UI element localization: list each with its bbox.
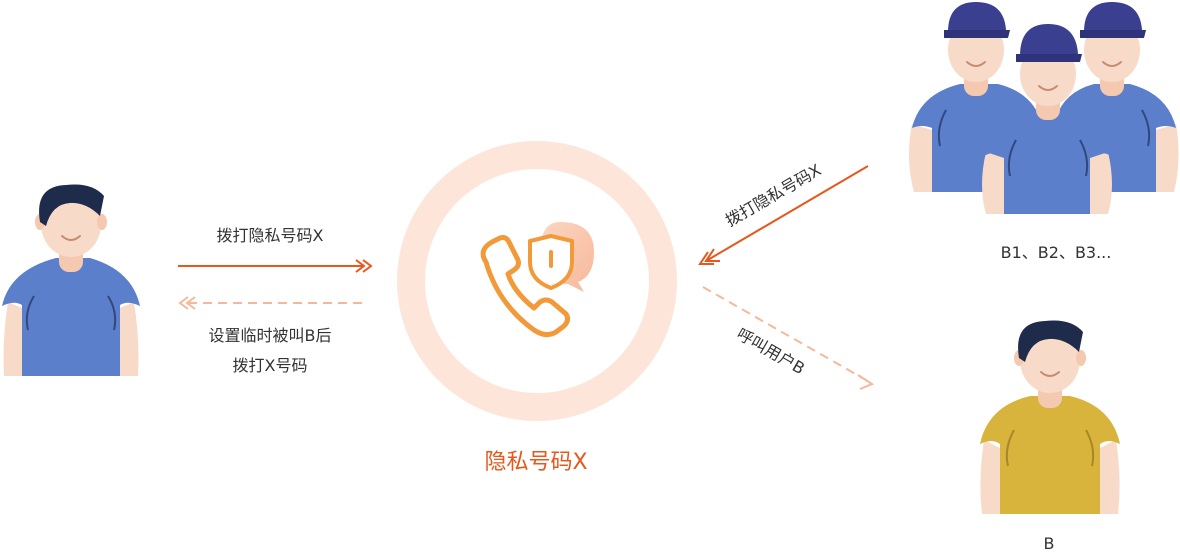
- user-a-figure: [2, 184, 140, 376]
- label-dial-x-left: 拨打隐私号码X: [217, 226, 324, 245]
- user-b2-figure: [982, 24, 1112, 214]
- label-group-b: B1、B2、B3...: [1001, 243, 1112, 262]
- user-b-figure: [980, 320, 1120, 514]
- label-user-b: B: [1044, 534, 1055, 550]
- label-callback-line2: 拨打X号码: [233, 356, 308, 375]
- privacy-number-hub: [397, 141, 677, 421]
- arrow-x-to-user-b: [702, 286, 875, 390]
- center-title: 隐私号码X: [484, 450, 587, 475]
- phone-shield-icon: [480, 222, 594, 338]
- arrow-x-to-a: [178, 296, 366, 310]
- label-dial-x-right: 拨打隐私号码X: [722, 160, 824, 230]
- arrow-group-to-x: [698, 165, 869, 265]
- label-callback-line1: 设置临时被叫B后: [209, 326, 332, 345]
- arrow-a-to-x: [178, 259, 373, 273]
- user-group-b: [908, 2, 1179, 214]
- label-call-user-b: 呼叫用户B: [734, 324, 808, 378]
